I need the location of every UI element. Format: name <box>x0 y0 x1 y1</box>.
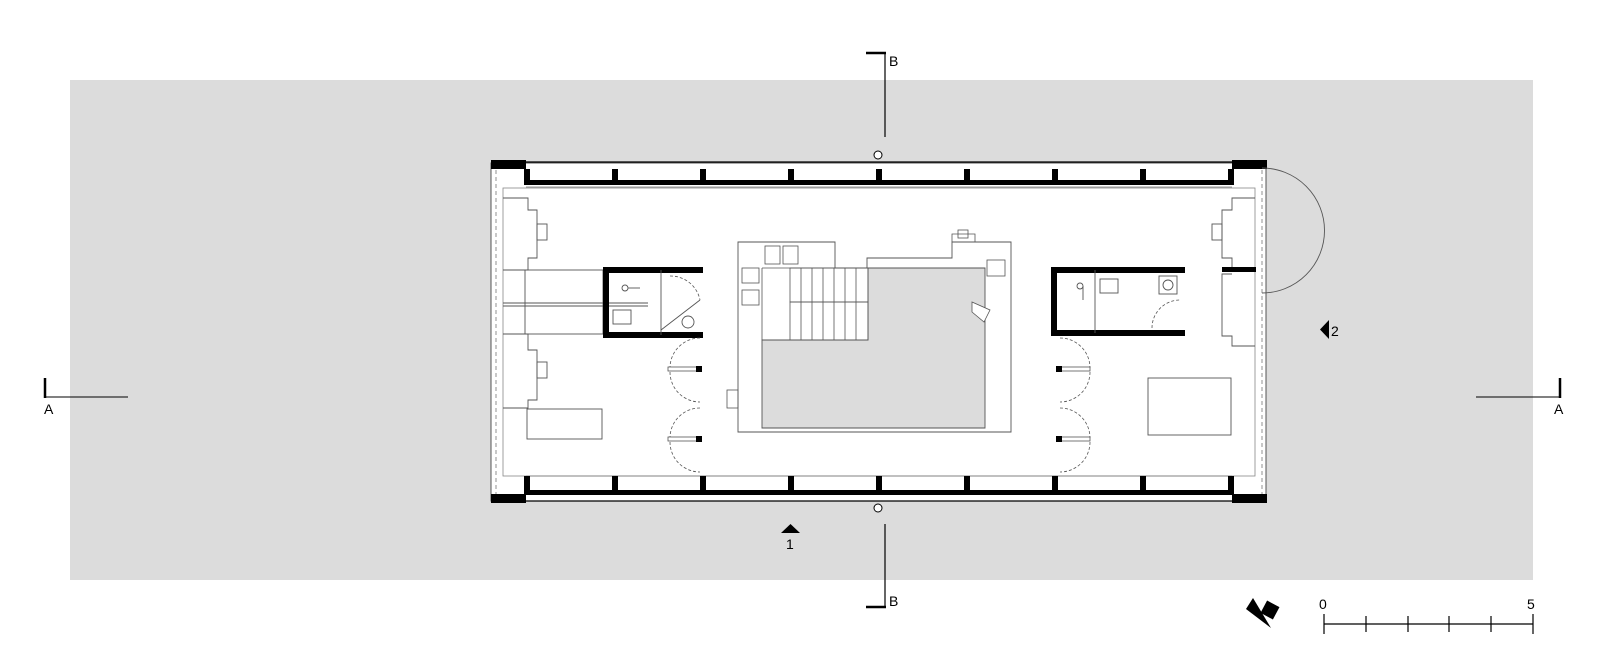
central-core <box>726 229 1012 433</box>
view-mark-1: 1 <box>781 524 800 552</box>
left-doors <box>667 337 702 473</box>
left-bathroom <box>603 267 703 338</box>
view-arrow-icon <box>1320 320 1329 339</box>
section-marker-icon <box>43 378 128 398</box>
scale-bar: 0 5 <box>1319 596 1535 634</box>
section-label-a-left: A <box>44 401 54 417</box>
view-arrow-icon <box>781 524 800 533</box>
section-marker-b-bottom: B <box>866 524 898 609</box>
right-casework <box>1147 167 1325 436</box>
north-arrow-icon <box>1246 598 1280 628</box>
section-marker-a-left: A <box>43 378 128 417</box>
scale-end-label: 5 <box>1527 596 1535 612</box>
wall-top <box>491 160 1267 188</box>
view-label-2: 2 <box>1331 323 1339 339</box>
view-label-1: 1 <box>786 536 794 552</box>
section-marker-b-top: B <box>866 51 898 137</box>
view-mark-2: 2 <box>1320 320 1339 339</box>
right-doors <box>1056 337 1091 473</box>
wall-bottom <box>491 475 1267 503</box>
right-bathroom <box>1051 267 1185 336</box>
section-marker-a-right: A <box>1476 378 1564 417</box>
axis-markers <box>873 150 883 513</box>
scale-start-label: 0 <box>1319 596 1327 612</box>
section-label-a-right: A <box>1554 401 1564 417</box>
section-label-b-bottom: B <box>889 593 898 609</box>
section-label-b-top: B <box>889 53 898 69</box>
